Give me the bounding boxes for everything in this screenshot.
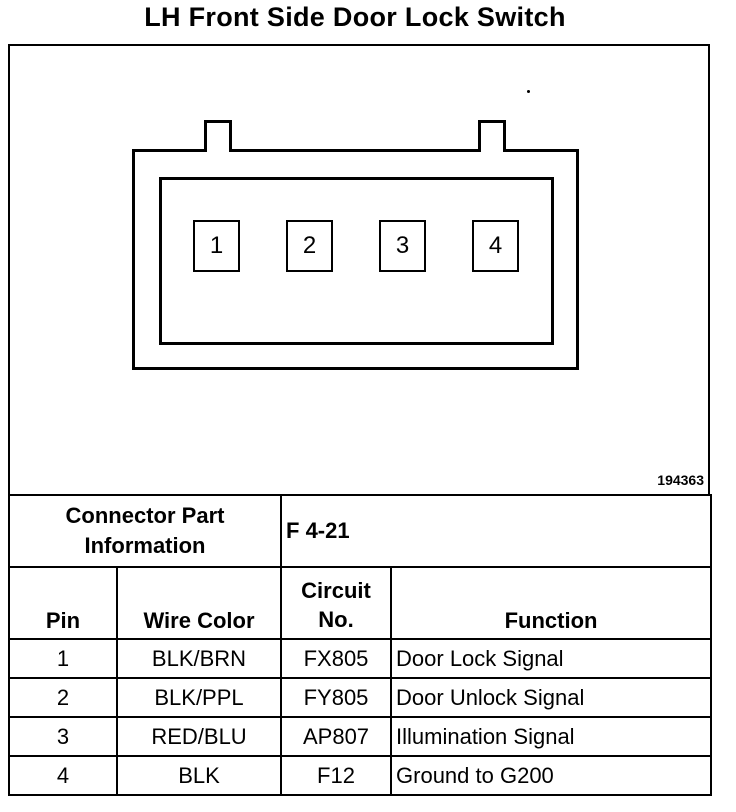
pin-4-terminal: 4 [472,220,519,272]
pin-cell: 2 [8,677,118,718]
circuit-cell: FX805 [280,638,393,679]
function-cell: Door Unlock Signal [390,677,713,718]
connector-part-label-line1: Connector Part [65,503,225,528]
pin-2-terminal: 2 [286,220,333,272]
header-circuit: Circuit No. [280,566,393,640]
circuit-cell: F12 [280,755,393,796]
pin-cell: 3 [8,716,118,757]
function-cell: Ground to G200 [390,755,713,796]
connector-part-label-line2: Information [84,533,206,558]
wire-color-cell: BLK [115,755,283,796]
wire-color-cell: BLK/PPL [115,677,283,718]
header-circuit-line2: No. [318,607,354,632]
table-row: 2 BLK/PPL FY805 Door Unlock Signal [8,677,713,718]
connector-latch-tab-left [204,120,232,152]
connector-info-table: Connector Part Information F 4-21 Pin Wi… [7,494,713,796]
connector-housing: 1 2 3 4 [132,120,579,370]
wire-color-cell: RED/BLU [115,716,283,757]
pin-1-terminal: 1 [193,220,240,272]
header-wire-color: Wire Color [115,566,283,640]
page-title: LH Front Side Door Lock Switch [144,2,566,32]
connector-part-value: F 4-21 [280,494,713,568]
connector-part-row: Connector Part Information F 4-21 [7,494,713,568]
table-row: 4 BLK F12 Ground to G200 [8,755,713,796]
speck [527,90,530,93]
function-cell: Door Lock Signal [390,638,713,679]
pin-3-terminal: 3 [379,220,426,272]
header-function: Function [390,566,713,640]
connector-diagram: 1 2 3 4 194363 [8,44,710,496]
figure-number: 194363 [657,472,704,488]
header-pin: Pin [8,566,118,640]
circuit-cell: AP807 [280,716,393,757]
connector-cavity: 1 2 3 4 [159,177,554,345]
header-circuit-line1: Circuit [301,578,371,603]
table-row: 1 BLK/BRN FX805 Door Lock Signal [8,638,713,679]
connector-latch-tab-right [478,120,506,152]
wire-color-cell: BLK/BRN [115,638,283,679]
pin-cell: 1 [8,638,118,679]
function-cell: Illumination Signal [390,716,713,757]
pin-cell: 4 [8,755,118,796]
column-header-row: Pin Wire Color Circuit No. Function [8,566,713,640]
table-row: 3 RED/BLU AP807 Illumination Signal [8,716,713,757]
circuit-cell: FY805 [280,677,393,718]
connector-part-label: Connector Part Information [7,494,283,568]
